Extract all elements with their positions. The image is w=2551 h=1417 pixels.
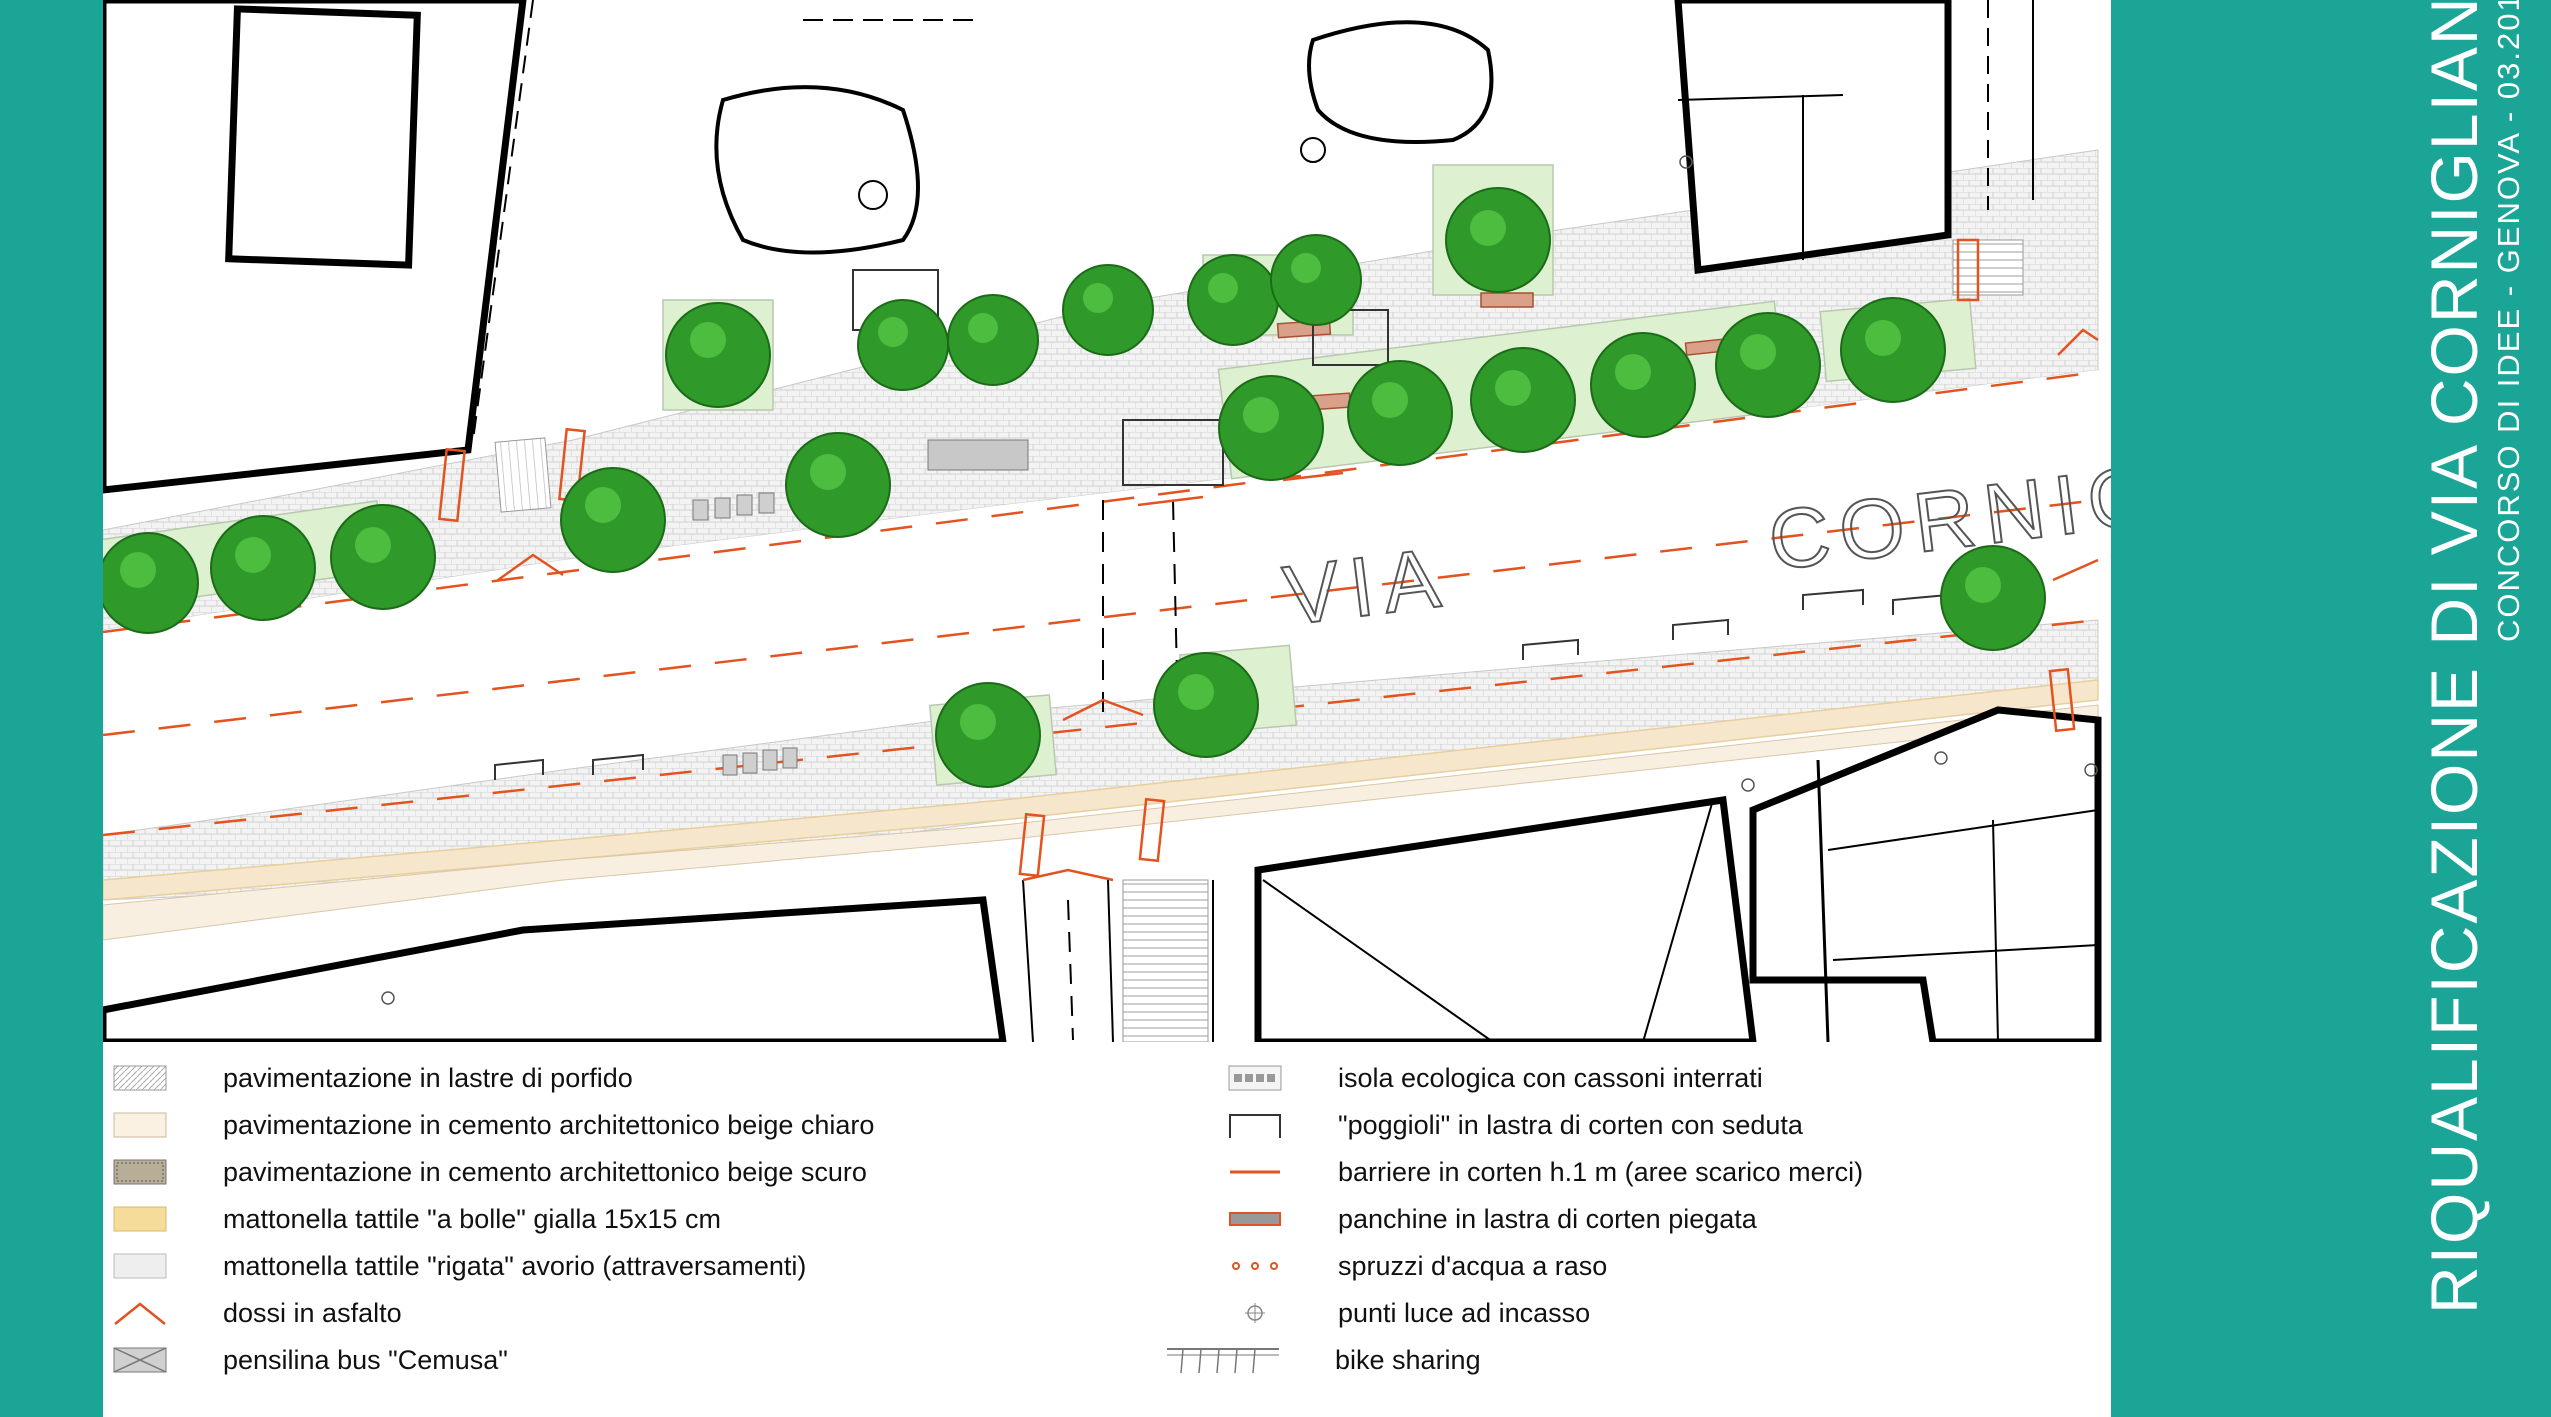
legend-item-isola-ecologica: isola ecologica con cassoni interrati <box>1228 1058 1763 1098</box>
legend-label: "poggioli" in lastra di corten con sedut… <box>1338 1109 1803 1140</box>
ivory-striped-swatch-icon <box>113 1253 167 1279</box>
crosswalks <box>494 239 2024 1042</box>
legend-label: bike sharing <box>1335 1344 1481 1375</box>
legend-item-panchine: panchine in lastra di corten piegata <box>1228 1199 1757 1239</box>
site-plan-map: VIA CORNIG <box>103 0 2111 1042</box>
legend-label: pavimentazione in cemento architettonico… <box>223 1109 875 1140</box>
legend-label: barriere in corten h.1 m (aree scarico m… <box>1338 1156 1864 1187</box>
legend-item-beige-scuro: pavimentazione in cemento architettonico… <box>113 1152 867 1192</box>
legend-item-beige-chiaro: pavimentazione in cemento architettonico… <box>113 1105 874 1145</box>
barrier-line-icon <box>1230 1170 1280 1174</box>
beige-strip <box>103 679 2099 901</box>
side-street-lines <box>1022 499 1214 1042</box>
legend-label: pavimentazione in lastre di porfido <box>223 1062 633 1093</box>
light-point-icon <box>1245 1303 1265 1323</box>
legend-label: panchine in lastra di corten piegata <box>1338 1203 1757 1234</box>
bins-icon <box>1228 1065 1282 1091</box>
bench-icon <box>1229 1212 1281 1226</box>
north-buildings <box>103 0 2034 494</box>
drawing-panel: VIA CORNIG pavimentazione in lastre di p… <box>103 0 2111 1417</box>
legend-item-porfido: pavimentazione in lastre di porfido <box>113 1058 633 1098</box>
legend-label: dossi in asfalto <box>223 1297 402 1328</box>
bus-shelter-icon <box>113 1347 167 1373</box>
seat-icon <box>1229 1114 1281 1138</box>
beige-dark-swatch-icon <box>113 1159 167 1185</box>
page-title: RIQUALIFICAZIONE DI VIA CORNIGLIANO <box>2417 0 2491 1314</box>
legend-label: punti luce ad incasso <box>1338 1297 1591 1328</box>
legend-item-bolle: mattonella tattile "a bolle" gialla 15x1… <box>113 1199 721 1239</box>
legend-item-barriere: barriere in corten h.1 m (aree scarico m… <box>1228 1152 1863 1192</box>
seating-outlines <box>494 269 1949 780</box>
legend: pavimentazione in lastre di porfido pavi… <box>103 1042 2111 1417</box>
hatched-swatch-icon <box>113 1065 167 1091</box>
road <box>103 370 2098 835</box>
legend-label: spruzzi d'acqua a raso <box>1338 1250 1608 1281</box>
legend-item-dossi: dossi in asfalto <box>113 1293 402 1333</box>
south-buildings <box>103 706 2102 1042</box>
legend-item-rigata: mattonella tattile "rigata" avorio (attr… <box>113 1246 806 1286</box>
title-block: RIQUALIFICAZIONE DI VIA CORNIGLIANO CONC… <box>2111 0 2551 1417</box>
legend-label: mattonella tattile "a bolle" gialla 15x1… <box>223 1203 721 1234</box>
legend-label: pensilina bus "Cemusa" <box>223 1344 508 1375</box>
legend-item-punti-luce: punti luce ad incasso <box>1228 1293 1590 1333</box>
legend-item-poggioli: "poggioli" in lastra di corten con sedut… <box>1228 1105 1803 1145</box>
speed-bump-icon <box>114 1302 166 1325</box>
yellow-swatch-icon <box>113 1206 167 1232</box>
light-points <box>381 155 2098 1005</box>
water-jets-icon <box>1232 1262 1278 1270</box>
legend-item-bike-sharing: bike sharing <box>1163 1340 1481 1380</box>
beige-light-swatch-icon <box>113 1112 167 1138</box>
bins-blocks <box>692 439 1029 776</box>
legend-item-spruzzi: spruzzi d'acqua a raso <box>1228 1246 1607 1286</box>
legend-label: isola ecologica con cassoni interrati <box>1338 1062 1763 1093</box>
bike-rack-icon <box>1167 1348 1279 1374</box>
page-subtitle: CONCORSO DI IDEE - GENOVA - 03.2014 <box>2491 0 2526 642</box>
tree-highlights <box>120 210 2001 740</box>
street-label-via: VIA <box>1279 529 1455 642</box>
legend-item-pensilina: pensilina bus "Cemusa" <box>113 1340 508 1380</box>
legend-label: pavimentazione in cemento architettonico… <box>223 1156 867 1187</box>
legend-label: mattonella tattile "rigata" avorio (attr… <box>223 1250 807 1281</box>
